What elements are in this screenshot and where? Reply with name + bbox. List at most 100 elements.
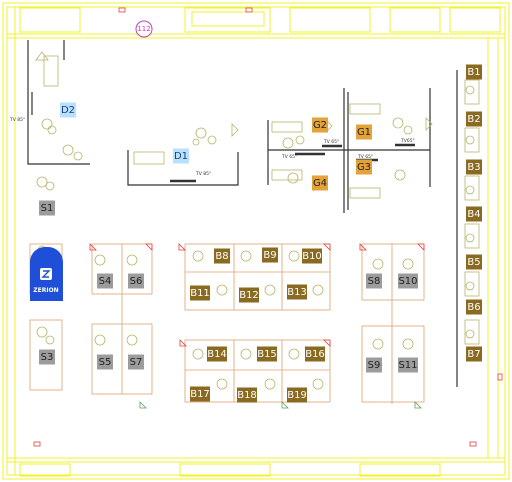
seat-b11[interactable]: B11 (190, 285, 210, 301)
seat-label: S6 (130, 276, 143, 287)
seat-s7[interactable]: S7 (128, 354, 144, 370)
wall-markers (33, 7, 503, 447)
seat-label: B17 (190, 389, 210, 400)
seat-tile[interactable] (60, 102, 76, 118)
seat-tile[interactable] (39, 200, 55, 216)
seat-label: S9 (368, 360, 381, 371)
seat-label: S8 (368, 276, 381, 287)
seat-b18[interactable]: B18 (237, 387, 257, 403)
seat-tile[interactable] (466, 159, 482, 175)
seat-tile[interactable] (356, 124, 372, 140)
seat-b7[interactable]: B7 (466, 346, 482, 362)
seat-tile[interactable] (214, 248, 230, 264)
seat-tile[interactable] (398, 273, 418, 289)
seat-tile[interactable] (257, 346, 277, 362)
seat-label: S7 (130, 357, 143, 368)
seat-g4[interactable]: G4 (312, 175, 328, 191)
seat-tile[interactable] (305, 346, 325, 362)
seat-label: B15 (257, 349, 277, 360)
seat-g1[interactable]: G1 (356, 124, 372, 140)
seat-s6[interactable]: S6 (128, 273, 144, 289)
seat-tile[interactable] (128, 273, 144, 289)
chairs (36, 85, 475, 390)
seat-s3[interactable]: S3 (39, 349, 55, 365)
seat-label: B1 (467, 67, 480, 78)
seat-tile[interactable] (398, 357, 418, 373)
seat-label: G1 (357, 127, 371, 138)
seat-g3[interactable]: G3 (356, 159, 372, 175)
seat-b16[interactable]: B16 (305, 346, 325, 362)
seat-tile[interactable] (312, 117, 328, 133)
seat-g2[interactable]: G2 (312, 117, 328, 133)
seat-label: B10 (302, 251, 322, 262)
seat-b12[interactable]: B12 (239, 287, 259, 303)
brand-badge: ZERION (30, 247, 63, 301)
seat-b13[interactable]: B13 (287, 284, 307, 300)
tv-label: TV65" (400, 138, 415, 144)
seat-label: B7 (467, 349, 480, 360)
seat-tile[interactable] (207, 346, 227, 362)
seat-label: B13 (287, 287, 307, 298)
seat-label: S3 (41, 352, 54, 363)
seat-b3[interactable]: B3 (466, 159, 482, 175)
seat-b2[interactable]: B2 (466, 111, 482, 127)
seat-s9[interactable]: S9 (366, 357, 382, 373)
seat-d2[interactable]: D2 (60, 102, 76, 118)
tv-label: TV 85" (9, 117, 25, 123)
seat-tile[interactable] (287, 284, 307, 300)
seat-b10[interactable]: B10 (302, 248, 322, 264)
door-swings (35, 51, 433, 409)
seat-b17[interactable]: B17 (190, 386, 210, 402)
seat-tile[interactable] (356, 159, 372, 175)
seat-tile[interactable] (287, 387, 307, 403)
seat-s4[interactable]: S4 (97, 273, 113, 289)
seat-tile[interactable] (173, 148, 189, 164)
seat-s11[interactable]: S11 (398, 357, 418, 373)
seat-tile[interactable] (190, 386, 210, 402)
seat-label: B19 (287, 390, 307, 401)
room-number-tag: 112 (135, 20, 153, 38)
seat-label: G2 (313, 120, 327, 131)
seat-b9[interactable]: B9 (262, 247, 278, 263)
seat-b8[interactable]: B8 (214, 248, 230, 264)
tv-label: TV 65" (281, 154, 297, 160)
seat-tile[interactable] (262, 247, 278, 263)
seat-tile[interactable] (302, 248, 322, 264)
seat-tile[interactable] (39, 349, 55, 365)
seat-tile[interactable] (97, 354, 113, 370)
seat-label: B11 (190, 288, 210, 299)
seat-b1[interactable]: B1 (466, 64, 482, 80)
seat-b19[interactable]: B19 (287, 387, 307, 403)
seat-tile[interactable] (237, 387, 257, 403)
seat-b6[interactable]: B6 (466, 299, 482, 315)
seat-tile[interactable] (466, 206, 482, 222)
seat-d1[interactable]: D1 (173, 148, 189, 164)
seat-s1[interactable]: S1 (39, 200, 55, 216)
seat-tile[interactable] (97, 273, 113, 289)
seat-tile[interactable] (466, 64, 482, 80)
seat-b15[interactable]: B15 (257, 346, 277, 362)
seat-tile[interactable] (366, 357, 382, 373)
brand-name: ZERION (33, 287, 58, 294)
seat-tile[interactable] (466, 299, 482, 315)
seat-b14[interactable]: B14 (207, 346, 227, 362)
seat-label: B8 (215, 251, 228, 262)
seat-tile[interactable] (312, 175, 328, 191)
seat-s5[interactable]: S5 (97, 354, 113, 370)
seat-tile[interactable] (366, 273, 382, 289)
seat-label: B9 (263, 250, 276, 261)
seat-label: S1 (41, 203, 54, 214)
seat-tile[interactable] (190, 285, 210, 301)
seat-tile[interactable] (466, 346, 482, 362)
seat-tile[interactable] (239, 287, 259, 303)
seat-tile[interactable] (466, 254, 482, 270)
seat-b5[interactable]: B5 (466, 254, 482, 270)
seat-s10[interactable]: S10 (398, 273, 418, 289)
seat-s8[interactable]: S8 (366, 273, 382, 289)
seat-b4[interactable]: B4 (466, 206, 482, 222)
seat-tile[interactable] (466, 111, 482, 127)
seat-tile[interactable] (128, 354, 144, 370)
